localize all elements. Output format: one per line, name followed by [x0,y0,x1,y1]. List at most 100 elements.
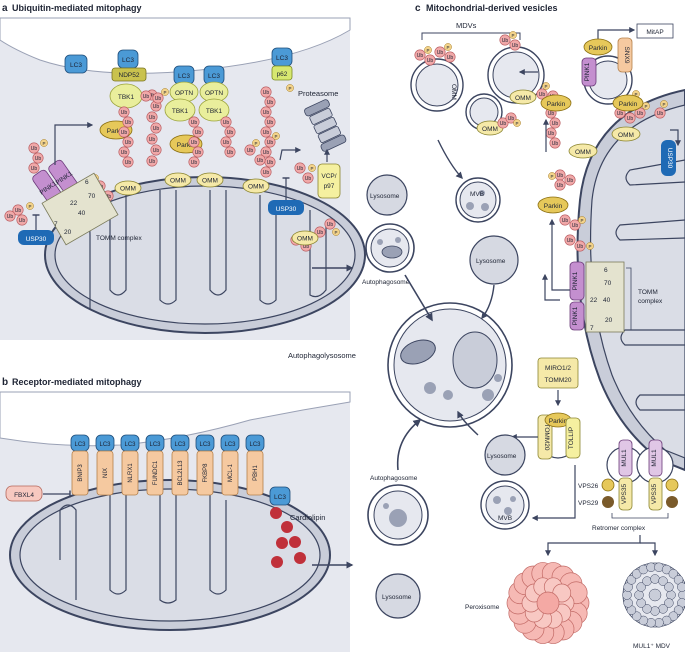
svg-text:Ub: Ub [227,150,234,156]
fbxl4: FBXL4 [5,485,71,502]
svg-text:LC3: LC3 [178,73,190,80]
ubiquitin: Ub [264,96,276,108]
svg-text:Ub: Ub [121,130,128,136]
svg-text:Ub: Ub [539,92,546,98]
svg-text:Ub: Ub [502,38,509,44]
ubiquitin: Ub [564,174,576,186]
omm-bubble: OMM [114,180,142,196]
svg-text:P: P [28,204,31,209]
ubiquitin: Ub [564,234,576,246]
svg-text:Ub: Ub [153,104,160,110]
svg-text:22: 22 [70,200,78,207]
svg-text:P: P [634,92,637,97]
svg-text:Lysosome: Lysosome [476,258,506,265]
svg-text:Lysosome: Lysosome [487,453,517,460]
autophagolysosome-label: Autophagolysosome [288,351,356,360]
svg-text:P: P [288,86,291,91]
svg-text:Ub: Ub [149,115,156,121]
svg-text:TOMM20: TOMM20 [543,424,550,451]
svg-text:Ub: Ub [303,244,310,250]
svg-text:Ub: Ub [191,160,198,166]
ubiquitin: Ub [294,162,306,174]
svg-text:Ub: Ub [155,96,162,102]
retromer-complex: MUL1 MUL1 VPS35 VPS35 VPS26 VPS29 Retrom… [545,439,679,557]
svg-text:Ub: Ub [121,150,128,156]
svg-text:Retromer complex: Retromer complex [592,525,646,532]
svg-text:Ub: Ub [125,140,132,146]
svg-text:Ub: Ub [305,176,312,182]
ubiquitin: Ub [554,169,566,181]
ubiquitin: Ub [188,156,200,168]
svg-text:Ub: Ub [567,178,574,184]
svg-text:MVB: MVB [498,515,512,522]
svg-text:p97: p97 [324,183,335,190]
omm-bubble: OMM [164,172,192,188]
usp30-a1: USP30 [18,230,54,245]
tomm-complex-a: PINK1 PINK1 22 70 6 40 7 20 TOMM complex [32,159,142,246]
svg-text:LC3: LC3 [99,442,111,448]
svg-text:FUNDC1: FUNDC1 [153,460,159,485]
svg-text:Ub: Ub [257,158,264,164]
omm-bubble: OMM [196,172,224,188]
phospho: P [161,88,169,96]
ubiquitin: Ub [324,218,336,230]
svg-text:6: 6 [85,179,89,186]
usp30-a2: USP30 [268,200,304,215]
ubiquitin: Ub [224,146,236,158]
svg-text:MUL1: MUL1 [651,449,658,467]
svg-text:NLRX1: NLRX1 [128,463,134,483]
ubiquitin: Ub [28,142,40,154]
svg-text:LC3: LC3 [124,442,136,448]
svg-text:TBK1: TBK1 [206,108,223,115]
mdv-2: OMM [487,46,545,105]
ubiquitin: Ub [554,179,566,191]
ubiquitin: Ub [118,146,130,158]
panel-c-title: Mitochondrial-derived vesicles [426,3,558,13]
ubiquitin: Ub [192,146,204,158]
svg-text:LC3: LC3 [149,442,161,448]
svg-text:BCL2L13: BCL2L13 [178,460,184,486]
svg-text:Ub: Ub [149,93,156,99]
cardiolipin-label: Cardiolipin [290,513,325,522]
optn-group-2: LC3 OPTN TBK1 [198,65,230,122]
svg-text:Ub: Ub [500,121,507,127]
omm-bubble: OMM [242,178,270,194]
svg-text:OMM: OMM [248,184,264,191]
phospho: P [272,132,280,140]
svg-text:Ub: Ub [263,110,270,116]
svg-text:Ub: Ub [227,130,234,136]
svg-text:LC3: LC3 [208,73,220,80]
svg-text:complex: complex [638,298,663,305]
svg-text:Ub: Ub [567,238,574,244]
lc3-cardiolipin: LC3 Cardiolipin [269,486,325,568]
svg-text:Ub: Ub [121,110,128,116]
svg-text:Ub: Ub [153,148,160,154]
phospho: P [444,43,452,51]
svg-text:Parkin: Parkin [107,128,126,135]
svg-text:P: P [544,84,547,89]
ubiquitin: Ub [244,144,256,156]
svg-text:Ub: Ub [512,43,519,49]
svg-text:OMM: OMM [450,84,457,100]
ubiquitin: Ub [16,214,28,226]
svg-text:P: P [426,48,429,53]
ubiquitin: Ub [314,226,326,238]
proteasome: Proteasome [298,89,347,152]
svg-text:P: P [550,174,553,179]
mul1-mdv [622,562,685,628]
svg-text:Ub: Ub [562,218,569,224]
mvb-lower: MVB [480,480,530,530]
ubiquitin: Ub [118,106,130,118]
svg-text:Ub: Ub [327,222,334,228]
ubiquitin: Ub [505,112,517,124]
svg-text:Ub: Ub [263,90,270,96]
receptor-row: LC3BNIP3LC3NIXLC3NLRX1LC3FUNDC1LC3BCL2L1… [70,434,265,496]
svg-text:USP30: USP30 [666,148,673,169]
ubiquitin: Ub [260,86,272,98]
svg-text:Ub: Ub [297,166,304,172]
svg-text:OPTN: OPTN [175,90,193,97]
svg-text:Parkin: Parkin [589,45,608,52]
